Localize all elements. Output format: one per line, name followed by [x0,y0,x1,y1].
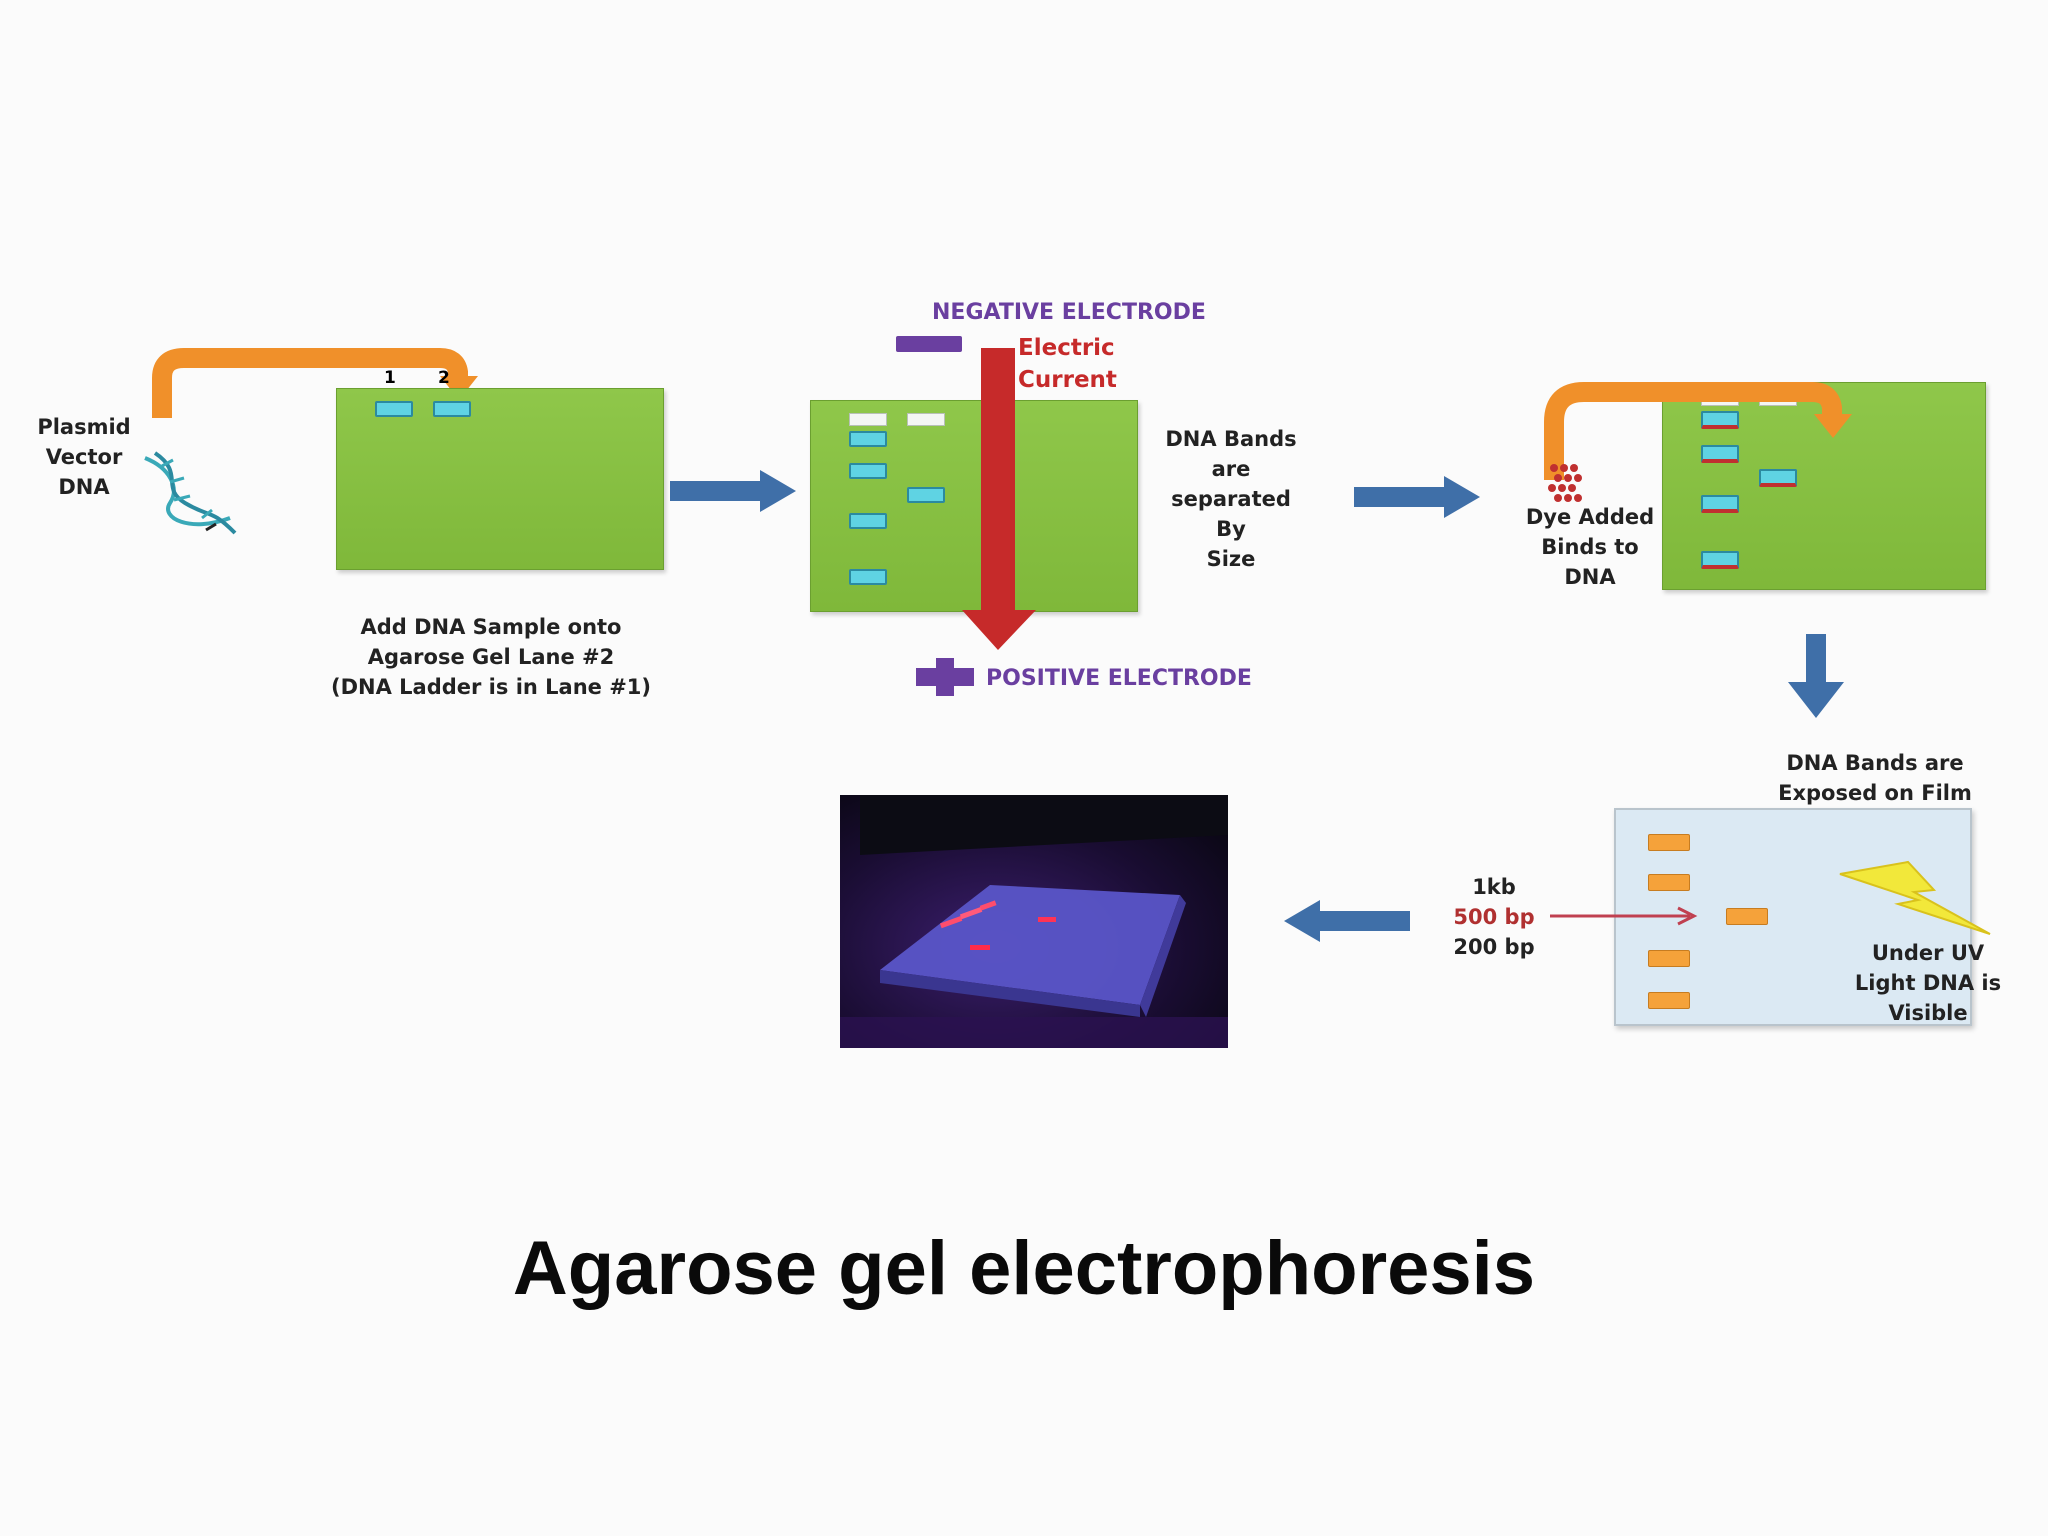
film-label: DNA Bands are Exposed on Film [1740,748,2010,808]
dye-label-line3: DNA [1564,565,1616,589]
uv-label-line3: Visible [1888,1001,1968,1025]
dye-label-line2: Binds to [1541,535,1639,559]
stained-sample-band [1759,469,1797,487]
plasmid-label-line2: Vector [45,445,123,469]
negative-electrode [896,336,962,352]
ladder-band-4 [849,569,887,585]
separation-label-line5: Size [1206,547,1256,571]
dna-helix-icon [144,451,237,535]
step1-caption-line1: Add DNA Sample onto [360,615,622,639]
lane-number-2: 2 [438,368,450,388]
well-lane1 [849,413,887,426]
plasmid-label-line3: DNA [58,475,110,499]
ladder-band-2 [849,463,887,479]
step1-caption-line3: (DNA Ladder is in Lane #1) [330,675,652,699]
separation-label-line4: By [1216,517,1246,541]
arrow-down [1788,634,1844,718]
size-500bp: 500 bp [1453,905,1535,929]
separation-label: DNA Bands are separated By Size [1148,424,1314,574]
separation-label-line2: are [1211,457,1251,481]
arrow-right-2 [1354,476,1480,518]
dye-arrow [1544,382,1852,480]
electric-current-label-line2: Current [1018,367,1117,393]
uv-lightning-icon [1839,860,1991,935]
size-200bp: 200 bp [1453,935,1535,959]
sample-band [907,487,945,503]
positive-electrode [916,658,974,696]
dye-label-line1: Dye Added [1525,505,1655,529]
size-1kb: 1kb [1472,875,1516,899]
uv-label-line1: Under UV [1871,941,1985,965]
film-ladder-band-1 [1648,834,1690,851]
positive-electrode-label: POSITIVE ELECTRODE [986,666,1252,691]
gel-step2 [810,400,1138,612]
electric-current-label: Electric Current [1018,332,1117,396]
uv-gel-photo [840,795,1228,1048]
film-label-line1: DNA Bands are [1786,751,1964,775]
stained-ladder-band-1 [1701,411,1739,429]
film-label-line2: Exposed on Film [1778,781,1972,805]
arrow-right-1 [670,470,796,512]
size-pointer-arrow [1550,906,1698,926]
electric-current-arrow [962,348,1036,650]
film-sample-band [1726,908,1768,925]
step1-caption: Add DNA Sample onto Agarose Gel Lane #2 … [286,612,696,702]
well-lane2 [907,413,945,426]
lane2-sample-band [433,401,471,417]
step1-caption-line2: Agarose Gel Lane #2 [367,645,615,669]
stained-ladder-band-2 [1701,445,1739,463]
film-ladder-band-4 [1648,992,1690,1009]
lane-number-1: 1 [384,368,396,388]
separation-label-line1: DNA Bands [1165,427,1297,451]
gel-step1 [336,388,664,570]
film-ladder-band-2 [1648,874,1690,891]
film-ladder-band-3 [1648,950,1690,967]
dye-molecules-icon [1548,464,1582,502]
uv-gel-photo-image [840,795,1228,1048]
dye-label: Dye Added Binds to DNA [1510,502,1670,592]
plasmid-label: Plasmid Vector DNA [22,412,146,502]
stained-ladder-band-3 [1701,495,1739,513]
page-title: Agarose gel electrophoresis [512,1226,1536,1311]
band-sizes: 1kb 500 bp 200 bp [1434,872,1554,962]
ladder-band-3 [849,513,887,529]
arrow-left [1284,900,1410,942]
uv-label: Under UV Light DNA is Visible [1838,938,2018,1028]
ladder-band-1 [849,431,887,447]
stained-ladder-band-4 [1701,551,1739,569]
lane1-sample-band [375,401,413,417]
uv-label-line2: Light DNA is [1854,971,2002,995]
separation-label-line3: separated [1171,487,1291,511]
plasmid-label-line1: Plasmid [37,415,131,439]
electric-current-label-line1: Electric [1018,335,1115,361]
negative-electrode-label: NEGATIVE ELECTRODE [932,300,1206,325]
